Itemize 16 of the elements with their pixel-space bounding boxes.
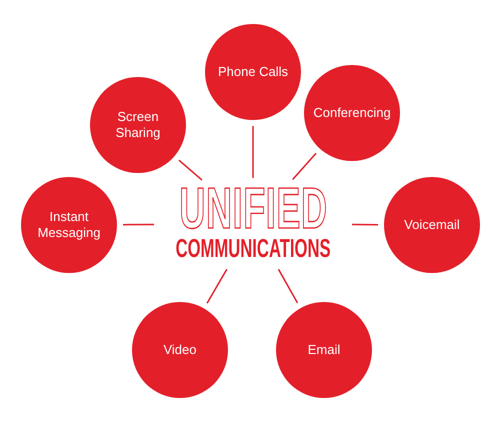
feature-label: Email <box>306 342 342 358</box>
connector-line <box>278 268 298 304</box>
feature-label: Instant Messaging <box>36 208 102 242</box>
connector-line <box>292 152 317 180</box>
connector-line <box>206 268 228 304</box>
feature-label: Video <box>162 342 198 358</box>
feature-label: Conferencing <box>312 104 392 122</box>
feature-label: Screen Sharing <box>114 108 162 142</box>
feature-label: Phone Calls <box>216 64 290 80</box>
connector-line <box>252 126 254 178</box>
connector-line <box>178 160 202 181</box>
connector-line <box>123 224 154 226</box>
connector-line <box>352 224 378 226</box>
title-outline-text: UNIFIED <box>178 184 328 234</box>
title-text: COMMUNICATIONS <box>176 234 330 262</box>
feature-label: Voicemail <box>403 216 461 234</box>
